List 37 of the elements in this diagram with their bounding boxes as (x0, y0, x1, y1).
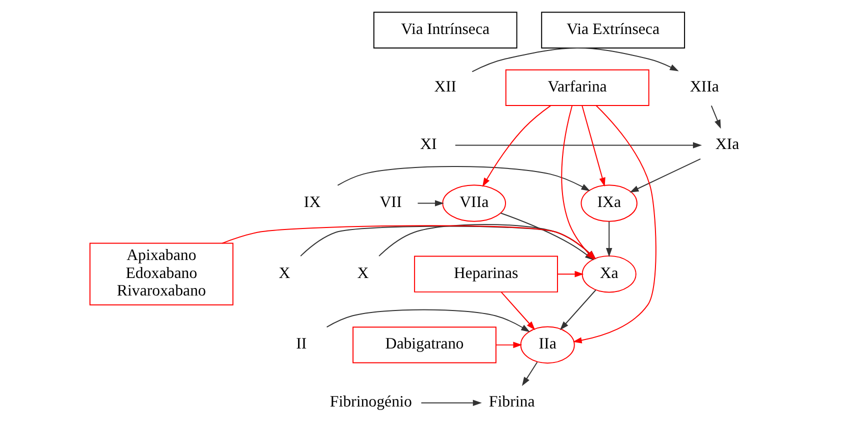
node-box: Dabigatrano (352, 326, 496, 364)
arrow (420, 400, 482, 406)
arrow (556, 270, 584, 278)
node-text: Fibrina (488, 394, 534, 411)
node-text: XIIa (689, 78, 718, 96)
node-ellipse: VIIa (442, 184, 506, 222)
arrow (326, 309, 530, 332)
node-box: Apixabano Edoxabano Rivaroxabano (88, 242, 233, 306)
arrow (629, 158, 700, 192)
node-text: XI (420, 136, 436, 154)
arrow (521, 362, 538, 386)
arrow (471, 48, 678, 72)
node-text: IX (303, 194, 320, 211)
node-box: Heparinas (414, 256, 558, 292)
arrow (559, 290, 596, 330)
arrow (495, 342, 522, 348)
node-text: XIa (714, 136, 739, 154)
node-box: Via Extrínseca (540, 12, 685, 48)
arrow (710, 105, 720, 129)
node-text: II (296, 336, 306, 353)
node-text: Fibrinogénio (329, 394, 412, 411)
node-text: VII (379, 194, 402, 211)
node-box: Varfarina (504, 69, 649, 106)
arrow (605, 221, 612, 257)
arrow (581, 105, 605, 187)
node-text: X (278, 264, 290, 282)
arrow (572, 105, 656, 344)
node-text: XII (434, 78, 456, 96)
node-ellipse: IIa (520, 326, 574, 364)
arrow (482, 105, 551, 187)
arrow (336, 166, 590, 192)
arrow (416, 200, 444, 206)
node-ellipse: Xa (581, 255, 636, 293)
node-text: X (356, 264, 368, 282)
arrow (454, 142, 702, 148)
node-box: Via Intrínseca (372, 12, 517, 48)
arrow (500, 292, 535, 330)
